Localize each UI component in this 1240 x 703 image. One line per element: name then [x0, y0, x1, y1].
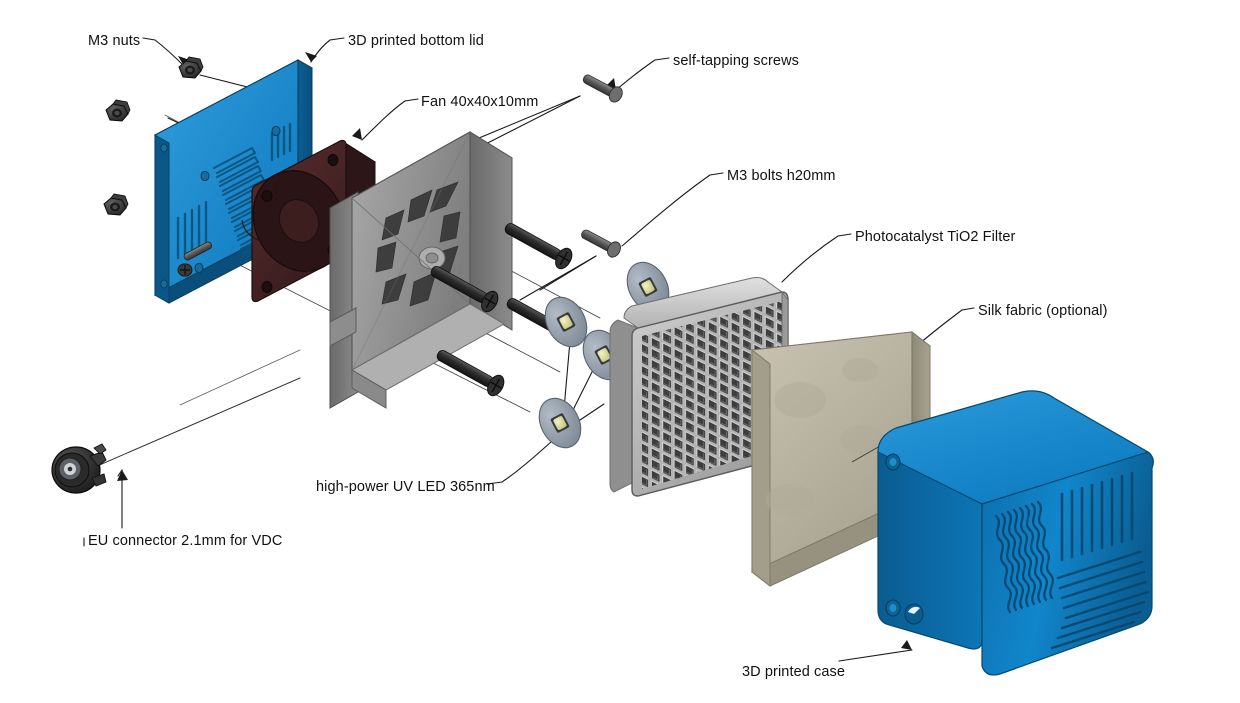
part-fan	[241, 139, 376, 303]
label-fan: Fan 40x40x10mm	[421, 94, 539, 110]
label-silk-fabric: Silk fabric (optional)	[978, 303, 1108, 319]
part-case	[877, 390, 1154, 676]
part-eu-connector	[51, 443, 107, 494]
label-uv-led: high-power UV LED 365nm	[316, 479, 495, 495]
part-led-bracket	[329, 131, 513, 409]
part-m3-nuts	[103, 56, 204, 216]
label-m3-nuts: M3 nuts	[88, 33, 141, 49]
label-m3-bolts: M3 bolts h20mm	[727, 168, 836, 184]
part-uv-leds	[538, 261, 670, 449]
part-self-tapping-screws	[581, 74, 623, 258]
label-eu-connector: EU connector 2.1mm for VDC	[88, 533, 283, 549]
label-photocatalyst-filter: Photocatalyst TiO2 Filter	[855, 229, 1016, 245]
label-self-tapping-screws: self-tapping screws	[673, 53, 800, 69]
label-3d-printed-bottom-lid: 3D printed bottom lid	[348, 33, 484, 49]
label-3d-printed-case: 3D printed case	[742, 664, 846, 680]
inserted-screw	[177, 241, 213, 277]
